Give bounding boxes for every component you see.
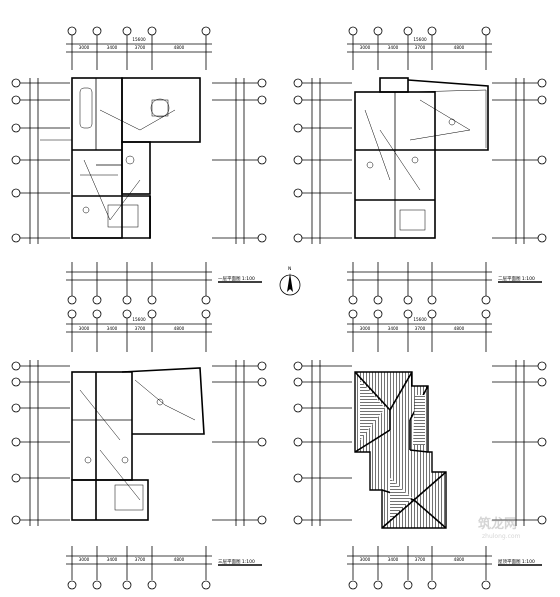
dim-2: 3400 (107, 326, 118, 331)
left-axis-bubbles (11, 78, 70, 244)
plan-2-title: 二层平面图 1:100 (498, 276, 535, 282)
roof-outline (354, 371, 447, 529)
dim-1: 3000 (360, 326, 371, 331)
dim-total: 15600 (413, 317, 427, 322)
north-arrow: N (279, 266, 301, 296)
right-axis-bubbles (492, 78, 547, 244)
plan-2: 3000 3400 3700 4800 15600 (293, 26, 547, 305)
dim-b1: 3000 (79, 557, 90, 562)
dim-b4: 4800 (174, 557, 185, 562)
dim-4: 4800 (454, 45, 465, 50)
watermark-logo: 筑龙网 (478, 516, 517, 532)
dim-4: 4800 (174, 326, 185, 331)
dim-total: 15600 (413, 37, 427, 42)
dim-3: 3700 (135, 45, 146, 50)
top-axis-bubbles (347, 26, 492, 70)
dim-2: 3400 (107, 45, 118, 50)
top-axis-bubbles (347, 309, 492, 352)
dim-b4: 4800 (454, 557, 465, 562)
wiring (40, 87, 176, 228)
left-axis-bubbles (293, 78, 352, 244)
right-axis-bubbles (492, 360, 547, 526)
bottom-axis (347, 262, 492, 305)
bottom-axis (66, 546, 212, 590)
walls (71, 77, 201, 239)
dim-1: 3000 (79, 45, 90, 50)
walls (71, 367, 205, 521)
dim-2: 3400 (388, 45, 399, 50)
left-axis-bubbles (11, 360, 70, 526)
dim-2: 3400 (388, 326, 399, 331)
dim-total: 15600 (132, 37, 146, 42)
dim-4: 4800 (174, 45, 185, 50)
plan-3-title: 三层平面图 1:100 (218, 559, 255, 565)
wiring (364, 89, 487, 231)
dim-1: 3000 (360, 45, 371, 50)
plan-1-title: 一层平面图 1:100 (218, 276, 255, 282)
right-axis-bubbles (212, 360, 267, 526)
watermark: 筑龙网 zhulong.com (478, 516, 521, 540)
top-axis-bubbles (66, 309, 212, 352)
dim-1: 3000 (79, 326, 90, 331)
dim-3: 3700 (415, 326, 426, 331)
bottom-axis (66, 262, 212, 305)
walls (354, 77, 489, 239)
top-axis-bubbles (66, 26, 212, 70)
dim-4: 4800 (454, 326, 465, 331)
dim-b1: 3000 (360, 557, 371, 562)
dim-b2: 3400 (107, 557, 118, 562)
dim-b2: 3400 (388, 557, 399, 562)
plan-4: 3000 3400 3700 4800 15600 (293, 309, 547, 590)
dim-3: 3700 (135, 326, 146, 331)
bottom-axis (347, 546, 492, 590)
dim-b3: 3700 (135, 557, 146, 562)
wiring (79, 379, 196, 511)
dim-b3: 3700 (415, 557, 426, 562)
plan-1: 3000 3400 3700 4800 15600 (11, 26, 267, 305)
dim-3: 3700 (415, 45, 426, 50)
left-axis-bubbles (293, 360, 352, 526)
right-axis-bubbles (212, 78, 267, 244)
dim-total: 15600 (132, 317, 146, 322)
watermark-text: zhulong.com (482, 533, 521, 540)
plan-3: 3000 3400 3700 4800 15600 (11, 309, 267, 590)
north-label: N (288, 266, 291, 272)
plan-4-title: 屋顶平面图 1:100 (498, 559, 535, 565)
